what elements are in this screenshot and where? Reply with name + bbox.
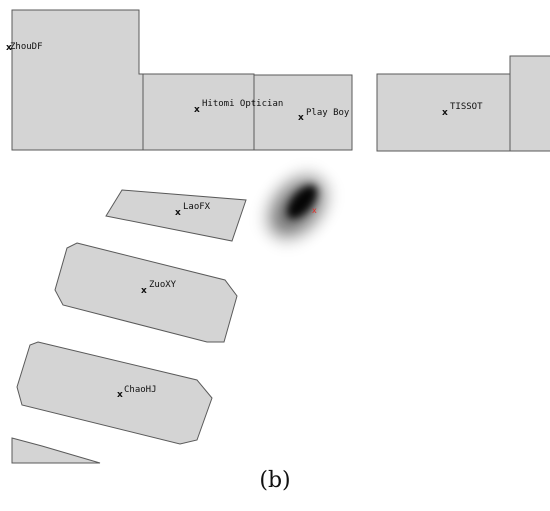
shop-play-boy — [253, 74, 353, 151]
store-label-hitomi-optician: Hitomi Optician — [202, 99, 283, 109]
shop-hitomi-optician — [142, 73, 255, 151]
estimated-position-marker: x — [312, 206, 317, 215]
figure-caption: (b) — [259, 468, 291, 493]
store-marker-tissot: x — [442, 108, 448, 118]
shop-zuoxy — [54, 242, 238, 343]
store-label-laofx: LaoFX — [183, 202, 211, 212]
shop-zhoudf — [11, 9, 144, 151]
store-marker-hitomi-optician: x — [194, 105, 200, 115]
store-label-zhoudf: ZhouDF — [10, 42, 43, 52]
store-label-zuoxy: ZuoXY — [149, 280, 177, 290]
store-label-tissot: TISSOT — [450, 102, 483, 112]
store-marker-play-boy: x — [298, 113, 304, 123]
shop-right-edge — [509, 55, 550, 152]
shop-tissot — [376, 73, 511, 152]
store-marker-zhoudf: x — [6, 43, 12, 53]
location-heatmap — [269, 177, 325, 237]
shop-laofx — [105, 189, 247, 242]
store-label-play-boy: Play Boy — [306, 108, 350, 118]
store-marker-chaohj: x — [117, 390, 123, 400]
shop-chaohj — [16, 341, 213, 445]
store-label-chaohj: ChaoHJ — [124, 385, 157, 395]
store-marker-laofx: x — [175, 208, 181, 218]
store-marker-zuoxy: x — [141, 286, 147, 296]
shop-bottom-left — [11, 437, 101, 464]
floor-plan-map: x x x x x x x x ZhouDF Hitomi Optician P… — [6, 9, 550, 464]
